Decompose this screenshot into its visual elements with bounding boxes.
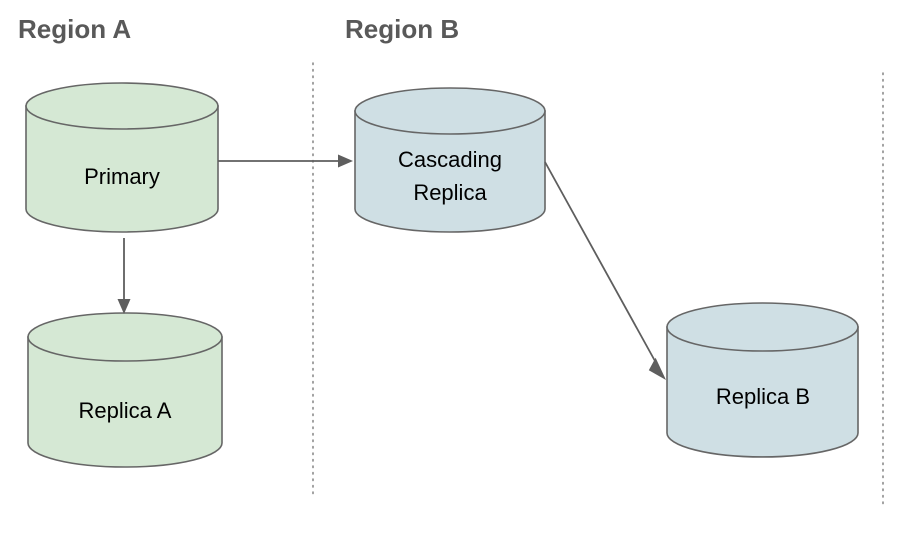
replica-b-cylinder-top xyxy=(666,302,859,352)
replica-a-cylinder-body xyxy=(27,336,223,468)
edge-cascading-replica-to-replica-b-arrowhead xyxy=(648,357,666,380)
cascading-replica-cylinder-top xyxy=(354,87,546,135)
edge-primary-to-cascading-replica xyxy=(218,154,353,168)
cascading-replica-label-line-2: Replica xyxy=(413,180,487,205)
edge-primary-to-cascading-replica-arrowhead xyxy=(338,154,353,168)
node-replica-a[interactable]: Replica A xyxy=(27,312,223,468)
node-cascading-replica[interactable]: Cascading Replica xyxy=(354,87,546,233)
edge-cascading-replica-to-replica-b xyxy=(544,161,666,380)
primary-cylinder-top xyxy=(25,82,219,130)
region-label-b: Region B xyxy=(345,14,459,44)
region-labels: Region A Region B xyxy=(18,14,459,44)
node-primary[interactable]: Primary xyxy=(25,82,219,233)
replica-a-cylinder-top xyxy=(27,312,223,362)
replica-b-cylinder-body xyxy=(666,326,859,458)
replica-b-label: Replica B xyxy=(716,384,810,409)
region-label-a: Region A xyxy=(18,14,131,44)
edge-primary-to-replica-a-arrowhead xyxy=(117,299,131,314)
edge-primary-to-replica-a xyxy=(117,238,131,314)
cascading-replica-cylinder-body xyxy=(354,110,546,233)
primary-cylinder-body xyxy=(25,105,219,233)
cascading-replica-label-line-1: Cascading xyxy=(398,147,502,172)
region-dividers xyxy=(312,62,884,506)
edge-cascading-replica-to-replica-b-line xyxy=(544,161,656,362)
replica-a-label: Replica A xyxy=(79,398,172,423)
node-replica-b[interactable]: Replica B xyxy=(666,302,859,458)
primary-label: Primary xyxy=(84,164,160,189)
